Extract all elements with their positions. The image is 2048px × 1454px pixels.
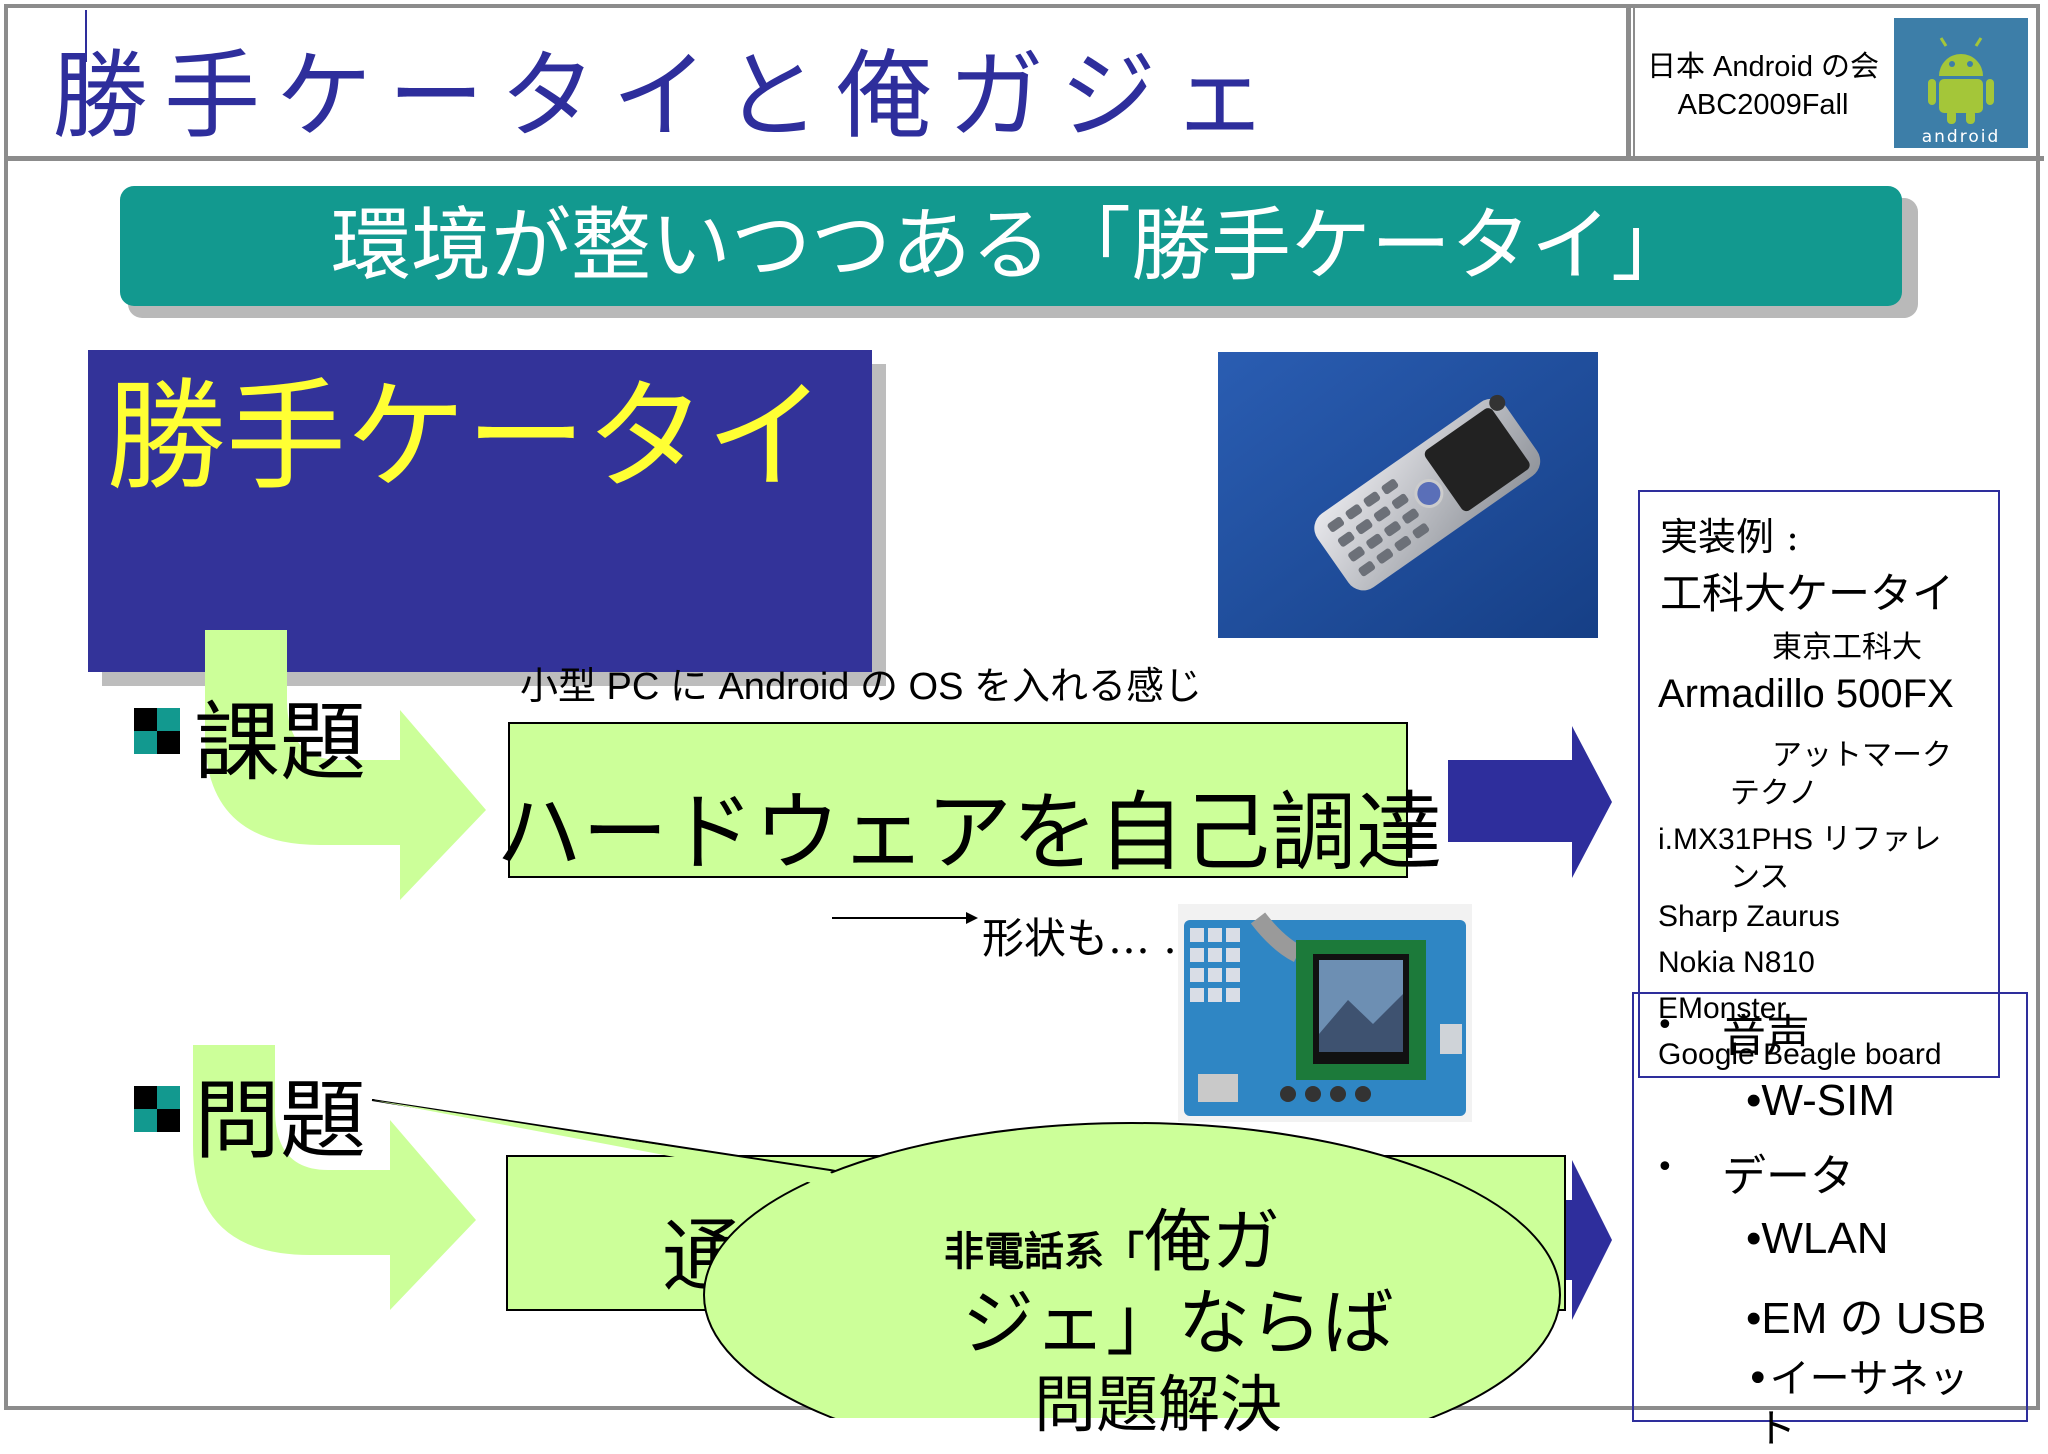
hardware-box-text: ハードウェアを自己調達 [496,783,1442,883]
example-item: ンス [1730,860,1790,895]
slide-title[interactable]: 勝手ケータイと俺ガジェ [52,40,1284,152]
bullet-icon-mondai [134,1086,180,1136]
comm-item: •W-SIM [1746,1076,1896,1125]
green-curved-arrow-upper [205,630,486,900]
comm-item: •EM の USB [1746,1294,1987,1343]
blue-arrow-upper [1448,726,1612,878]
header-divider [4,156,2044,161]
example-item: Armadillo 500FX [1658,672,1954,716]
event-name: ABC2009Fall [1677,89,1849,121]
phone-photo [1218,352,1598,638]
comm-item: データ [1722,1151,1854,1202]
example-item: テクノ [1730,776,1819,811]
bullet-icon-kadai [134,708,180,758]
comm-item: ト [1756,1406,1796,1452]
event-org: 日本 Android の会 [1646,51,1880,83]
callout-line1: 非電話系「俺ガ [944,1186,1280,1285]
logo-wordmark: android [1922,127,2001,147]
bullet-dot-icon: • [1656,1008,1674,1043]
label-mondai[interactable]: 問題 [194,1071,366,1171]
comm-item: •WLAN [1746,1214,1889,1263]
section-banner[interactable]: 環境が整いつつある「勝手ケータイ」 [120,186,1902,306]
examples-heading: 実装例 : [1660,515,1799,559]
shape-arrow-head [966,912,978,924]
label-kadai[interactable]: 課題 [194,693,366,793]
example-item: Sharp Zaurus [1658,900,1840,933]
comm-item: •イーサネッ [1746,1356,1969,1402]
example-item: アットマーク [1772,738,1952,773]
green-curved-arrow-lower [193,1045,476,1310]
board-photo [1178,904,1472,1122]
event-info: 日本 Android の会 ABC2009Fall [1638,48,1888,124]
text-cursor [85,10,87,62]
callout-ellipse [703,1122,1561,1418]
bullet-dot-icon: • [1656,1150,1674,1185]
callout-line2: ジェ」ならば [962,1281,1395,1365]
topic-box-text: 勝手ケータイ [106,368,826,507]
topic-box[interactable]: 勝手ケータイ [88,350,872,672]
comm-item: 音声 [1722,1011,1810,1062]
callout-bubble[interactable] [0,0,2048,1418]
os-caption[interactable]: 小型 PC に Android の OS を入れる感じ [520,666,1203,708]
example-item: i.MX31PHS リファレ [1658,823,1942,856]
android-logo: android [1894,18,2028,148]
header-vertical-divider [1626,4,1631,158]
callout-line1-small: 非電話系「 [944,1229,1144,1275]
shape-note[interactable]: 形状も… . [982,914,1177,963]
hardware-box[interactable] [508,722,1408,878]
example-item: Google Beagle board [1658,1038,1942,1071]
example-item: 東京工科大 [1772,630,1922,665]
examples-box[interactable] [1638,490,2000,1078]
callout-line1-big: 俺ガ [1144,1203,1281,1282]
header-vertical-divider-inner [1633,4,1635,158]
example-item: EMonster [1658,992,1787,1025]
example-item: 工科大ケータイ [1660,569,1955,618]
example-item: Nokia N810 [1658,946,1815,979]
callout-line3: 問題解決 [1034,1368,1283,1441]
